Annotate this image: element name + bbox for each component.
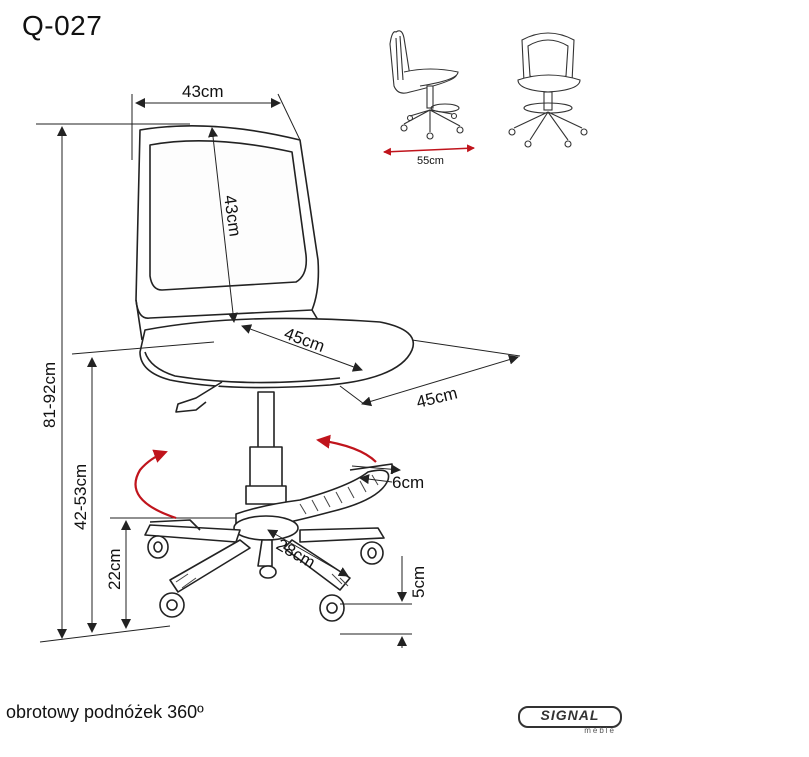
rotation-arrows	[134, 434, 377, 520]
base-width-label: 55cm	[417, 155, 444, 167]
total-height-label: 81-92cm	[40, 362, 59, 428]
footrest-caption: obrotowy podnóżek 360º	[6, 702, 204, 722]
thumbnail-back-view	[508, 32, 588, 148]
seat-width-label: 45cm	[414, 383, 459, 411]
footrest-width-label: 6cm	[392, 473, 424, 492]
backrest-width-label: 43cm	[182, 82, 224, 101]
model-title: Q-027	[22, 10, 103, 41]
wheel-height-label: 5cm	[409, 566, 428, 598]
thumbnail-side-view	[389, 30, 464, 140]
logo-brand: SIGNAL	[540, 707, 600, 723]
seat-height-label: 42-53cm	[71, 464, 90, 530]
logo-frame	[518, 706, 622, 728]
logo-sub: meble	[584, 726, 616, 735]
footrest-height-label: 22cm	[105, 548, 124, 590]
base-width-arrow	[383, 144, 475, 156]
signal-logo: SIGNAL meble	[518, 706, 622, 736]
